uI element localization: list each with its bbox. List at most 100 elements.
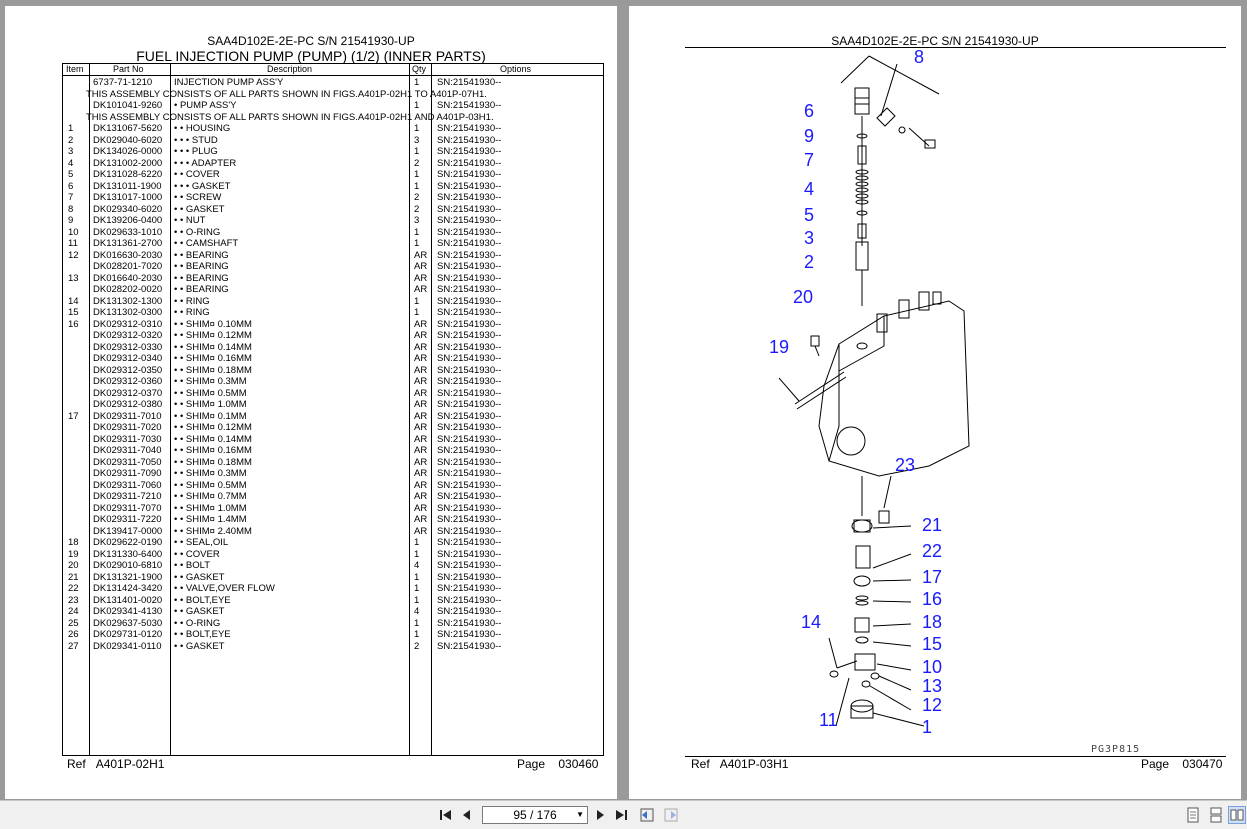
part-number: DK029312-0380 <box>93 399 163 410</box>
item-number: 11 <box>68 238 78 249</box>
options: SN:21541930-- <box>437 594 502 606</box>
description: • • SHIM¤ 0.7MM <box>174 491 247 502</box>
part-number: 6737-71-1210 <box>93 77 153 88</box>
quantity: 1 <box>414 226 420 238</box>
chevron-down-icon[interactable]: ▼ <box>576 810 584 819</box>
description: • • SHIM¤ 0.18MM <box>174 456 252 468</box>
callout: 23 <box>895 455 915 475</box>
options: SN:21541930-- <box>437 295 502 307</box>
options: SN:21541930-- <box>437 445 502 456</box>
item-number: 9 <box>68 215 74 226</box>
quantity: AR <box>414 433 428 445</box>
description: • • BOLT <box>174 560 211 571</box>
quantity: 2 <box>414 203 420 215</box>
page-number-input[interactable]: 95 / 176▼ <box>482 806 588 824</box>
quantity: 1 <box>414 571 420 583</box>
description: • • SHIM¤ 0.1MM <box>174 410 247 422</box>
quantity: 1 <box>414 100 420 111</box>
item-number: 2 <box>68 134 74 146</box>
part-number: DK131017-1000 <box>93 192 163 203</box>
continuous-page-icon[interactable] <box>1207 806 1225 824</box>
prev-page-icon[interactable] <box>458 806 476 824</box>
quantity: 1 <box>414 123 420 134</box>
description: • • COVER <box>174 169 220 180</box>
item-number: 16 <box>68 318 79 330</box>
description: • • • PLUG <box>174 146 218 157</box>
callout: 14 <box>801 612 821 632</box>
options: SN:21541930-- <box>437 387 502 399</box>
callout: 13 <box>922 676 942 696</box>
quantity: AR <box>414 514 428 525</box>
callout: 18 <box>922 612 942 632</box>
options: SN:21541930-- <box>437 284 502 295</box>
quantity: AR <box>414 502 428 514</box>
part-number: DK029312-0320 <box>93 330 163 341</box>
quantity: AR <box>414 479 428 491</box>
quantity: AR <box>414 249 428 261</box>
first-page-icon[interactable] <box>437 806 455 824</box>
part-number: DK131028-6220 <box>93 169 163 180</box>
options: SN:21541930-- <box>437 433 502 445</box>
options: SN:21541930-- <box>437 157 502 169</box>
two-page-icon[interactable] <box>1228 806 1246 824</box>
options: SN:21541930-- <box>437 353 502 364</box>
quantity: AR <box>414 353 428 364</box>
part-number: DK029312-0340 <box>93 353 163 364</box>
table-note-row: THIS ASSEMBLY CONSISTS OF ALL PARTS SHOW… <box>63 89 603 101</box>
callout: 10 <box>922 657 942 677</box>
footer-ref: Ref A401P-02H1 <box>67 757 165 771</box>
quantity: 1 <box>414 617 420 629</box>
part-number: DK134026-0000 <box>93 146 163 157</box>
item-number: 14 <box>68 295 79 307</box>
next-page-icon[interactable] <box>591 806 609 824</box>
parts-table: Item Part No Description Qty Options 673… <box>62 63 604 756</box>
quantity: 1 <box>414 238 420 249</box>
quantity: 1 <box>414 537 420 548</box>
options: SN:21541930-- <box>437 215 502 226</box>
description: • • SHIM¤ 0.18MM <box>174 364 252 376</box>
description: • • SHIM¤ 0.16MM <box>174 445 252 456</box>
assembly-note: THIS ASSEMBLY CONSISTS OF ALL PARTS SHOW… <box>86 111 494 123</box>
options: SN:21541930-- <box>437 468 502 479</box>
forward-view-icon[interactable] <box>662 806 680 824</box>
single-page-icon[interactable] <box>1184 806 1202 824</box>
back-view-icon[interactable] <box>638 806 656 824</box>
item-number: 18 <box>68 537 79 548</box>
description: • PUMP ASS'Y <box>174 100 237 111</box>
right-page: SAA4D102E-2E-PC S/N 21541930-UP <box>629 6 1241 799</box>
quantity: 1 <box>414 146 420 157</box>
part-number: DK029311-7070 <box>93 502 162 514</box>
description: • • • STUD <box>174 134 218 146</box>
description: • • CAMSHAFT <box>174 238 239 249</box>
part-number: DK131302-0300 <box>93 307 163 318</box>
callout: 19 <box>769 337 789 357</box>
quantity: 1 <box>414 307 420 318</box>
last-page-icon[interactable] <box>612 806 630 824</box>
quantity: AR <box>414 445 428 456</box>
options: SN:21541930-- <box>437 571 502 583</box>
exploded-parts-diagram: 8 6 9 7 4 5 3 2 20 19 23 21 22 17 16 14 … <box>769 47 970 737</box>
col-header-qty: Qty <box>412 64 427 74</box>
options: SN:21541930-- <box>437 77 502 88</box>
callout: 16 <box>922 589 942 609</box>
options: SN:21541930-- <box>437 479 502 491</box>
description: • • SHIM¤ 2.40MM <box>174 525 252 537</box>
description: • • BOLT,EYE <box>174 594 231 606</box>
quantity: AR <box>414 261 428 272</box>
part-number: DK029341-4130 <box>93 606 163 617</box>
quantity: 4 <box>414 560 420 571</box>
options: SN:21541930-- <box>437 203 502 215</box>
